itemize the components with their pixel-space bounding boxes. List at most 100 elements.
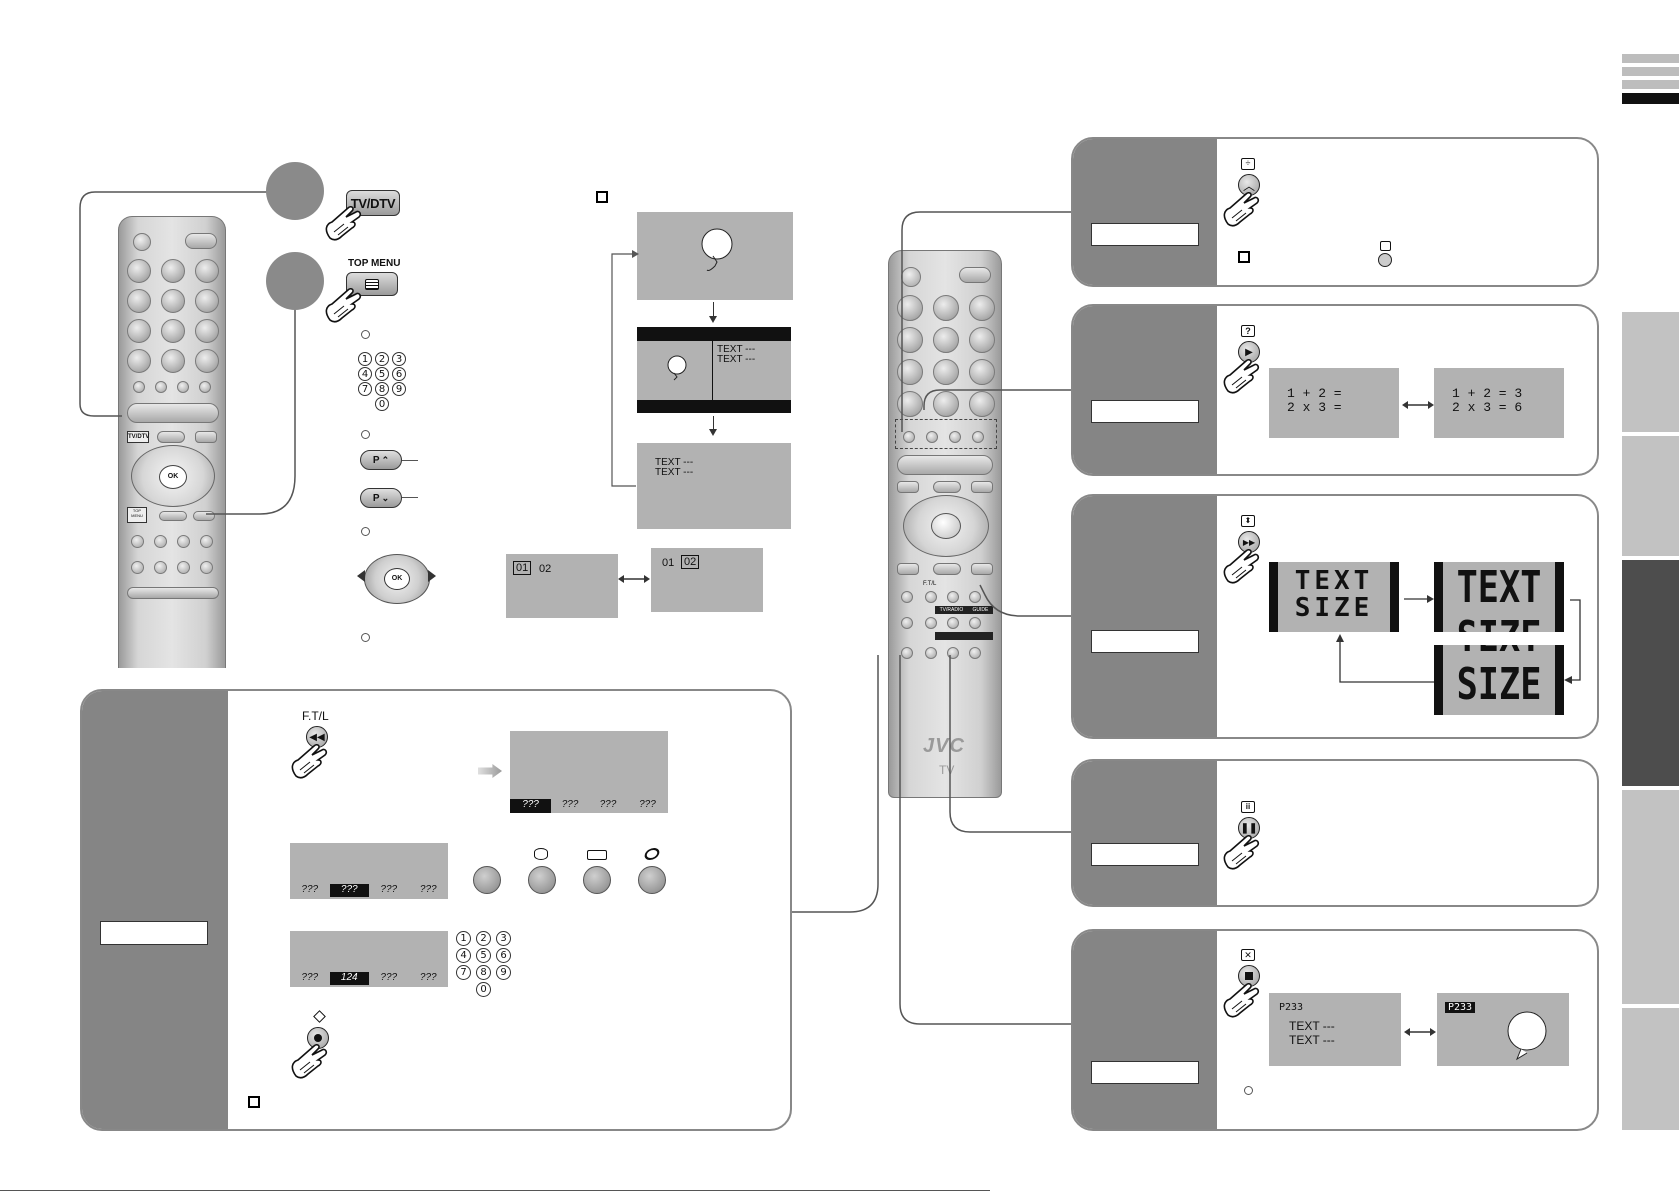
fastext-panel-label [100,921,208,945]
cancel-page-number-boxed: P233 [1445,1002,1476,1013]
hand-pointer-icon [291,743,328,779]
hard-disk-icon [534,848,548,860]
tv-dtv-key[interactable]: TV/DTV [346,190,400,216]
note-square-icon [596,191,608,203]
remote-label-strip: TV/RADIO GUIDE [935,606,993,614]
colour-key-2[interactable] [528,866,556,894]
ftl-caption: F.T/L [302,709,329,723]
remote-ok-key[interactable]: OK [159,465,187,489]
num-0[interactable]: 0 [375,397,389,411]
cancel-page-number: P233 [1279,1002,1304,1013]
split-text-line-1: TEXT --- [717,344,756,355]
up-key-small [1378,253,1392,267]
bullet-4 [361,633,370,642]
size-screen-normal: TEXT SIZE [1269,562,1399,632]
remote-control-left: TV/DTV OK TOP MENU [118,216,226,668]
reveal-icon: ? [1241,325,1255,337]
colour-key-3[interactable] [583,866,611,894]
text-icon [365,278,379,290]
arrow-right-icon [428,570,436,582]
hand-pointer-icon [1223,982,1260,1018]
p-down-key[interactable]: P⌄ [360,488,402,508]
index-tab-2 [1622,436,1679,556]
hand-pointer-icon [1223,548,1260,584]
remote-control-center: F.T/L TV/RADIO GUIDE JVC TV [888,250,1002,798]
chevron-down-icon: ⌄ [381,492,390,503]
size-icon: ⬍ [1241,515,1255,527]
cancel-text-line-1: TEXT --- [1289,1019,1335,1033]
remote-guide-label: GUIDE [972,607,989,613]
num-2[interactable]: 2 [375,352,389,366]
num-7[interactable]: 7 [358,382,372,396]
flow-arrowhead-1 [709,316,717,323]
p-down-leader [402,497,418,499]
double-arrow-icon [1402,401,1434,409]
cancel-text-line-2: TEXT --- [1289,1033,1335,1047]
fastext-1-item-4: ??? [639,799,656,810]
num-4[interactable]: 4 [358,367,372,381]
p-up-key[interactable]: P⌃ [360,450,402,470]
num-8[interactable]: 8 [375,382,389,396]
num-1[interactable]: 1 [358,352,372,366]
screen-page-tabs-left: 01 02 [506,554,618,618]
remote-top-menu-key[interactable]: TOP MENU [127,507,147,523]
size-top-line-1: TEXT [1456,562,1542,613]
num-7[interactable]: 7 [456,965,471,980]
hold-icon: ÷ [1241,158,1255,170]
num-4[interactable]: 4 [456,948,471,963]
cancel-screen-picture: P233 [1437,993,1569,1066]
size-normal-line-1: TEXT [1294,566,1374,596]
chevron-up-icon: ⌃ [381,454,390,465]
p-down-label: P [372,492,380,504]
colour-key-1[interactable] [473,866,501,894]
play-icon: ▶ [1245,347,1253,358]
top-menu-key[interactable] [346,272,398,296]
fastext-arrow-icon [478,764,502,778]
subpage-icon: ii [1241,801,1255,813]
num-5[interactable]: 5 [476,948,491,963]
num-9[interactable]: 9 [496,965,511,980]
fastext-2-item-1: ??? [301,884,319,895]
hand-pointer-icon [1223,358,1260,394]
hand-pointer-icon [325,287,362,323]
screen-split: TEXT --- TEXT --- [637,327,791,413]
fastext-screen-3: ??? 124 ??? ??? [290,931,448,987]
remote-tv-dtv-key[interactable]: TV/DTV [127,431,149,443]
num-5[interactable]: 5 [375,367,389,381]
index-tab-4 [1622,790,1679,1004]
nav-ok-label: OK [391,575,403,582]
speech-bubble-icon [701,228,733,271]
play-key[interactable]: ▶ [1238,341,1260,363]
num-6[interactable]: 6 [392,367,406,381]
fastext-1-item-1: ??? [510,799,552,813]
p-up-leader [402,460,418,462]
remote-ftl-label: F.T/L [923,581,937,587]
panel-size-label [1091,630,1199,653]
speech-bubble-icon [1507,1011,1547,1061]
size-normal-line-2: SIZE [1294,593,1374,623]
panel-reveal-label [1091,400,1199,423]
panel-hold-label [1091,223,1199,246]
fastext-3-item-3: ??? [380,972,398,983]
nav-ok-key[interactable]: OK [384,568,410,590]
num-9[interactable]: 9 [392,382,406,396]
index-tab-1 [1622,312,1679,432]
fastext-2-item-2: ??? [329,884,369,897]
flow-loop-arrow [611,250,639,487]
num-6[interactable]: 6 [496,948,511,963]
nav-pad[interactable] [364,554,430,604]
num-8[interactable]: 8 [476,965,491,980]
arrow-left-icon [357,570,365,582]
page-tab-boxed: 01 [513,561,532,575]
fastext-1-item-3: ??? [599,799,617,810]
colour-key-4[interactable] [638,866,666,894]
num-1[interactable]: 1 [456,931,471,946]
num-3[interactable]: 3 [496,931,511,946]
split-text-line-2: TEXT --- [717,354,756,365]
double-arrow-icon [618,575,650,583]
note-square-icon [248,1096,260,1108]
page-tab-plain: 02 [539,563,552,575]
num-2[interactable]: 2 [476,931,491,946]
num-3[interactable]: 3 [392,352,406,366]
num-0[interactable]: 0 [476,982,491,997]
